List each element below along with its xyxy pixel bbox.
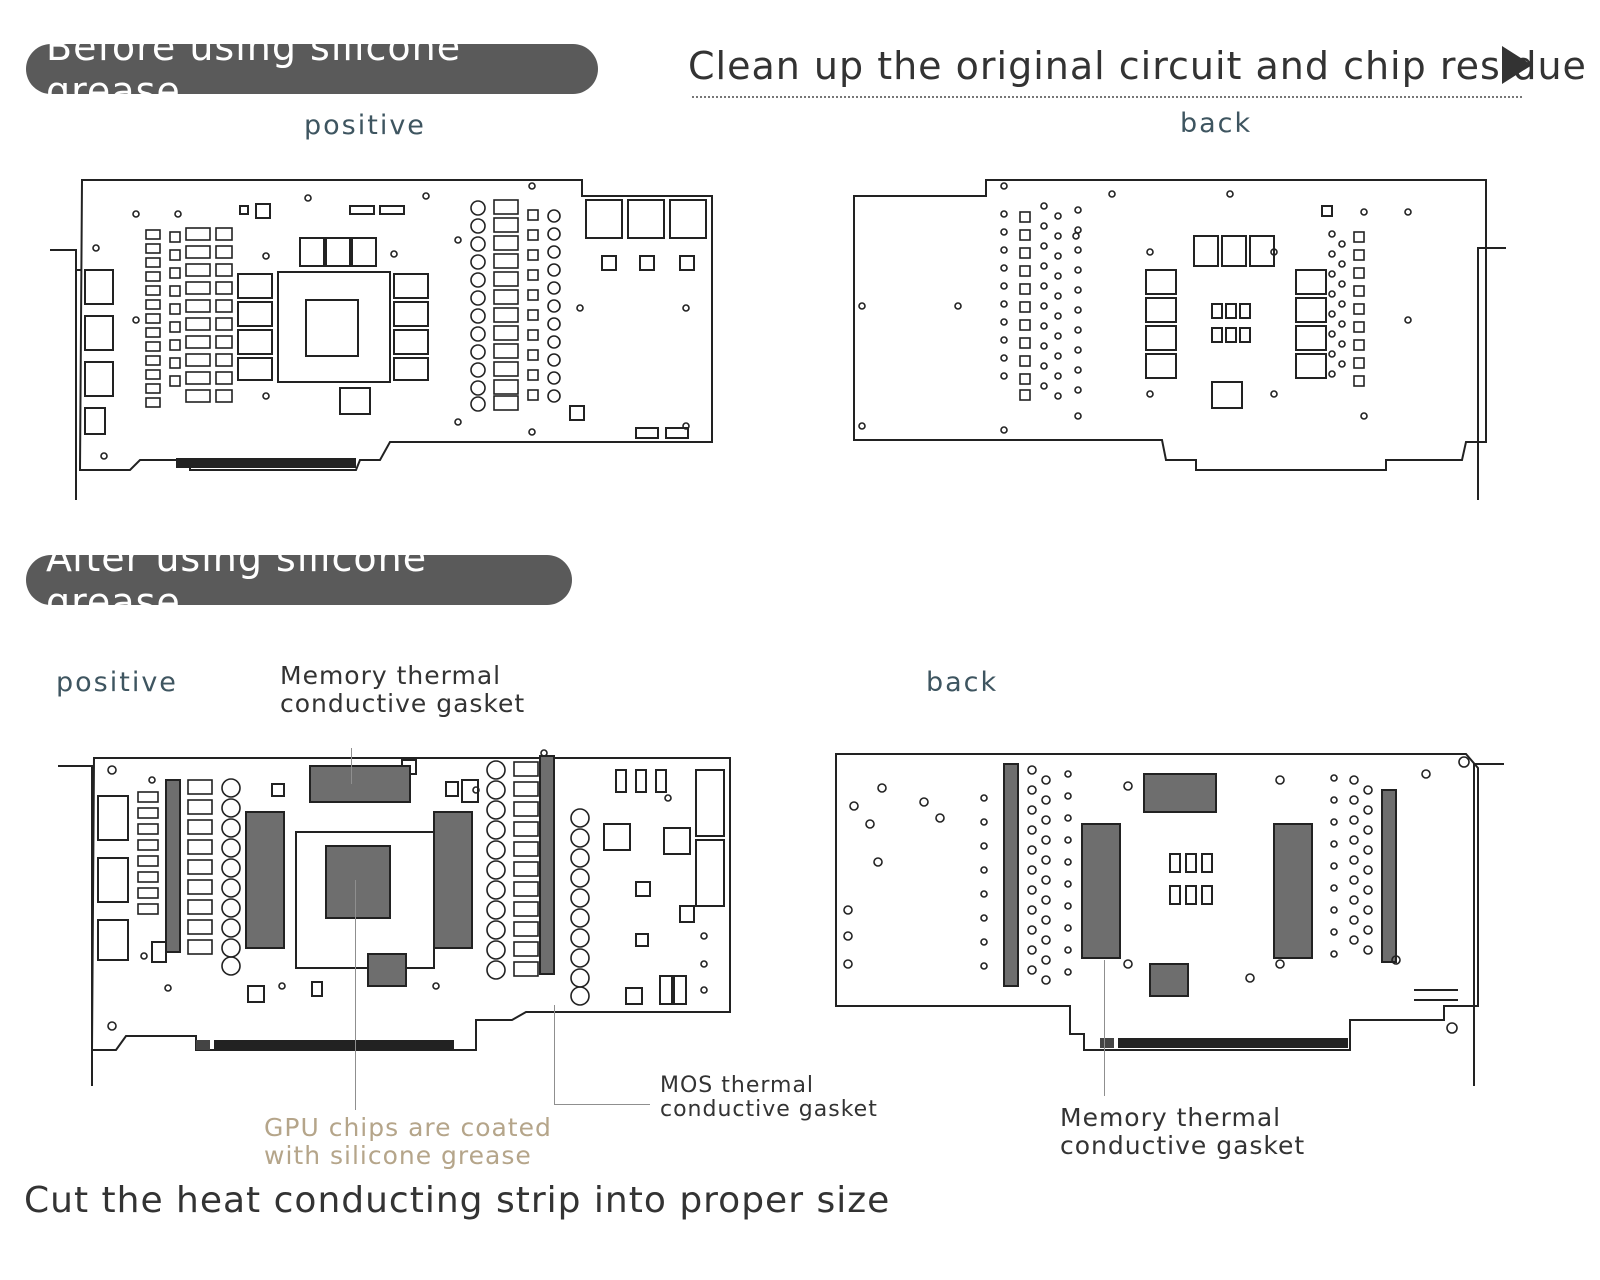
after-front-right-column: [486, 760, 590, 1006]
leader-mos-horizontal: [554, 1104, 650, 1105]
memory-pad-left: [1081, 823, 1121, 959]
memory-pad-right: [433, 811, 473, 949]
memory-pad-bottom: [367, 953, 407, 987]
before-front-column-2: [169, 231, 181, 387]
before-back-screw-holes: [858, 182, 1412, 434]
before-section-title: Before using silicone grease: [26, 25, 598, 113]
before-front-column-1: [145, 229, 161, 408]
io-bracket: [58, 765, 93, 1086]
before-front-right-components: [470, 199, 561, 412]
callout-mos-line-2: conductive gasket: [660, 1097, 878, 1122]
pcie-connector-cap: [196, 1040, 210, 1050]
step-instruction-text: Clean up the original circuit and chip r…: [688, 44, 1587, 88]
before-front-board: [50, 179, 713, 500]
pcie-connector: [176, 458, 356, 468]
arrow-right-icon: [1502, 46, 1532, 84]
after-front-label: positive: [56, 667, 178, 698]
pcie-connector: [1118, 1038, 1348, 1048]
board-outline: [835, 753, 1479, 1051]
callout-memory-back-line-2: conductive gasket: [1060, 1131, 1306, 1160]
after-title-text: After using silicone grease: [46, 536, 428, 624]
after-back-left-columns: [980, 765, 1072, 985]
callout-memory-back: Memory thermal conductive gasket: [1060, 1104, 1305, 1160]
mos-pad-right: [1381, 789, 1397, 963]
memory-pad-top: [309, 765, 411, 803]
board-outline: [853, 179, 1487, 471]
before-title-text: Before using silicone grease: [46, 25, 462, 113]
memory-pad-bottom: [1149, 963, 1189, 997]
after-back-label: back: [926, 667, 999, 698]
callout-memory-front-line-1: Memory thermal: [280, 661, 502, 690]
memory-pad-right: [1273, 823, 1313, 959]
leader-memory-back: [1104, 960, 1105, 1096]
step-instruction: Clean up the original circuit and chip r…: [688, 44, 1587, 88]
callout-mos: MOS thermal conductive gasket: [660, 1074, 878, 1122]
after-back-board: [835, 753, 1504, 1086]
gpu-grease: [325, 845, 391, 919]
board-outline: [90, 757, 731, 1051]
before-back-label: back: [1180, 108, 1253, 139]
memory-pad-top: [1143, 773, 1217, 813]
before-back-left-columns: [1000, 202, 1082, 401]
before-front-screw-holes: [92, 182, 690, 460]
pcie-connector-cap: [1100, 1038, 1114, 1048]
gpu-die: [305, 299, 359, 357]
callout-memory-front: Memory thermal conductive gasket: [280, 662, 525, 718]
after-section-title: After using silicone grease: [26, 536, 572, 624]
io-bracket: [1473, 763, 1504, 1086]
before-back-right-columns: [1328, 230, 1365, 387]
callout-gpu-line-1: GPU chips are coated: [264, 1113, 552, 1142]
mos-pad-left: [1003, 763, 1019, 987]
io-bracket: [1477, 247, 1506, 500]
memory-pad-left: [245, 811, 285, 949]
before-back-board: [853, 179, 1506, 500]
after-front-board: [58, 749, 731, 1086]
after-back-thermal-pads: [1003, 763, 1397, 997]
callout-memory-back-line-1: Memory thermal: [1060, 1103, 1282, 1132]
after-back-right-columns: [1330, 774, 1373, 958]
pcie-connector: [214, 1040, 454, 1050]
leader-memory-front: [351, 748, 352, 784]
io-bracket: [50, 249, 82, 500]
mos-pad-left: [165, 779, 181, 953]
mos-pad-right: [539, 755, 555, 975]
after-front-thermal-pads: [165, 755, 555, 987]
board-outline: [78, 179, 713, 471]
after-front-screw-holes: [107, 749, 708, 1031]
callout-gpu-line-2: with silicone grease: [264, 1141, 532, 1170]
leader-mos-vertical: [554, 1005, 555, 1105]
callout-mos-line-1: MOS thermal: [660, 1073, 815, 1098]
before-front-column-3: [185, 227, 233, 403]
after-front-left-column: [137, 778, 241, 976]
footer-instruction: Cut the heat conducting strip into prope…: [24, 1180, 891, 1221]
leader-gpu: [355, 880, 356, 1110]
step-underline: [692, 96, 1522, 98]
callout-gpu: GPU chips are coated with silicone greas…: [264, 1114, 552, 1170]
callout-memory-front-line-2: conductive gasket: [280, 689, 526, 718]
before-front-label: positive: [304, 110, 426, 141]
after-back-screw-holes: [843, 756, 1470, 1034]
gpu-frame: [277, 271, 391, 383]
